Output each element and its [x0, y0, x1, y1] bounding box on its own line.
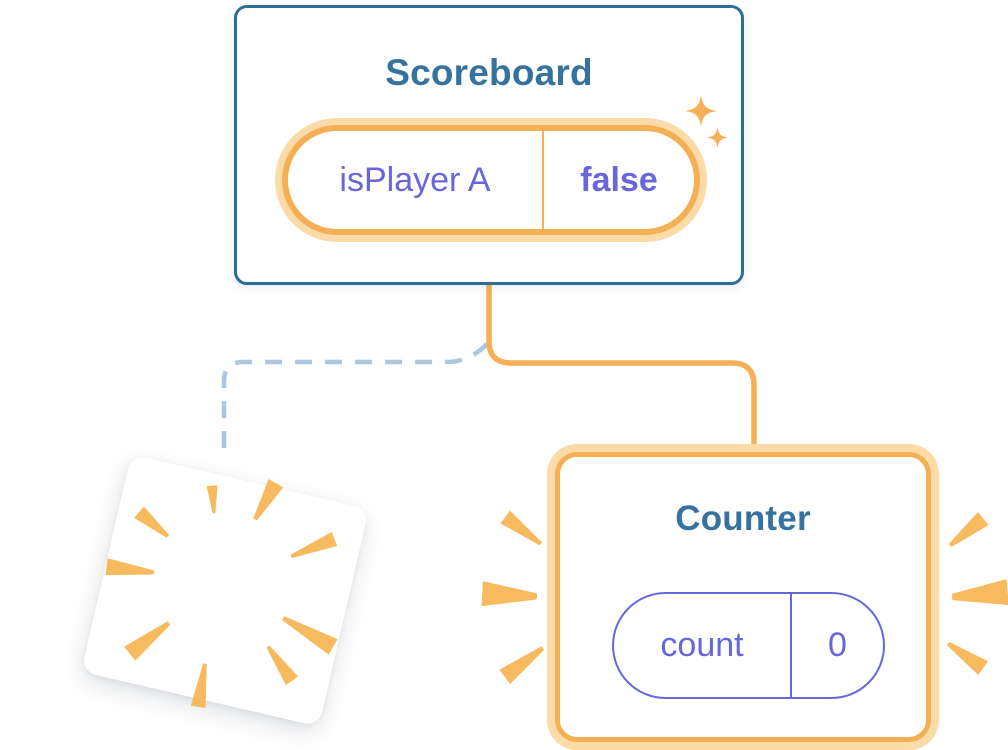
state-value: 0 — [828, 626, 847, 664]
scoreboard-title: Scoreboard — [385, 52, 593, 93]
state-name: isPlayer A — [339, 160, 491, 199]
dashed-connector-to-destroyed — [221, 342, 489, 452]
state-value: false — [580, 160, 658, 199]
pill-divider — [790, 594, 792, 697]
sparkle-icon — [707, 127, 728, 148]
counter-state-pill: count 0 — [612, 592, 885, 699]
pill-divider — [542, 131, 544, 229]
scoreboard-card: Scoreboard isPlayer A false — [234, 5, 744, 285]
sparkle-icon — [685, 95, 717, 127]
solid-connector-to-counter — [486, 280, 757, 455]
counter-title: Counter — [675, 499, 811, 538]
state-name: count — [660, 626, 744, 664]
counter-card: Counter count 0 — [555, 452, 931, 742]
scoreboard-state-pill: isPlayer A false — [282, 125, 700, 235]
